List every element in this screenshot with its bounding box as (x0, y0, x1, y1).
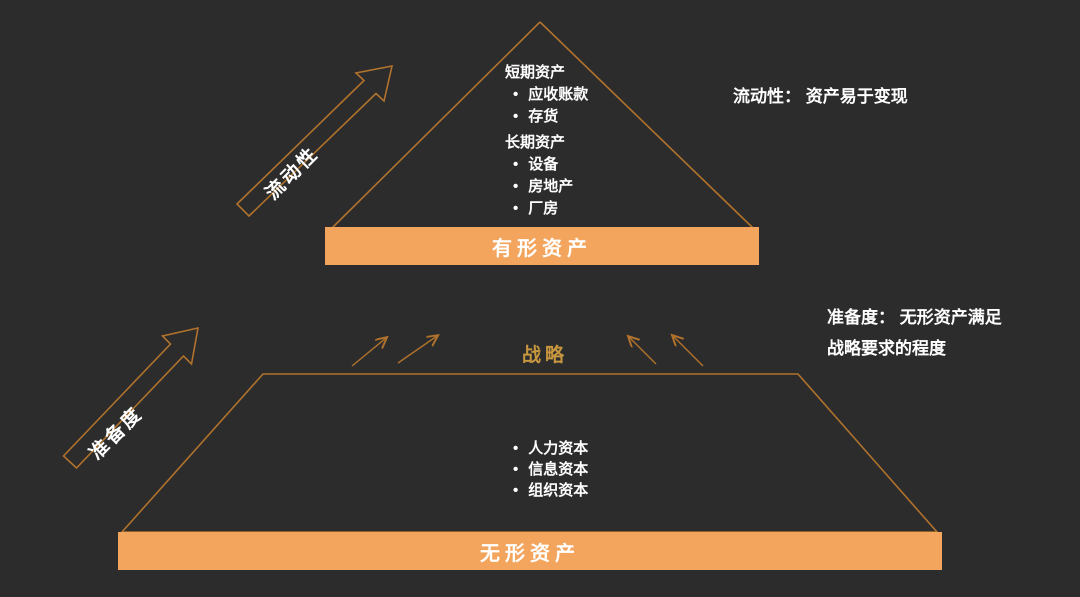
readiness-annotation: 准备度： 无形资产满足 战略要求的程度 (827, 302, 1002, 364)
short-term-assets-title: 短期资产 (505, 64, 566, 81)
liquidity-annotation: 流动性： 资产易于变现 (733, 87, 908, 106)
tangible-asset-list: 短期资产 应收账款 存货 长期资产 设备 房地产 厂房 (505, 62, 705, 220)
strategy-arrows-icon (351, 336, 704, 367)
list-item: 应收账款 (505, 84, 705, 106)
list-item: 人力资本 (505, 438, 705, 459)
list-item: 组织资本 (505, 480, 705, 501)
long-term-assets-title: 长期资产 (505, 134, 566, 151)
list-item: 存货 (505, 106, 705, 128)
list-item: 厂房 (505, 198, 705, 220)
intangible-assets-bar: 无形资产 (118, 532, 942, 570)
readiness-annotation-line2: 战略要求的程度 (827, 339, 946, 358)
tangible-assets-bar: 有形资产 (325, 227, 759, 265)
readiness-arrow-icon (62, 326, 200, 470)
list-item: 信息资本 (505, 459, 705, 480)
readiness-annotation-line1: 准备度： 无形资产满足 (827, 308, 1002, 327)
intangible-asset-list: 人力资本 信息资本 组织资本 (505, 438, 705, 501)
strategy-label: 战略 (521, 345, 568, 366)
liquidity-arrow-icon (235, 64, 394, 218)
list-item: 设备 (505, 154, 705, 176)
list-item: 房地产 (505, 176, 705, 198)
